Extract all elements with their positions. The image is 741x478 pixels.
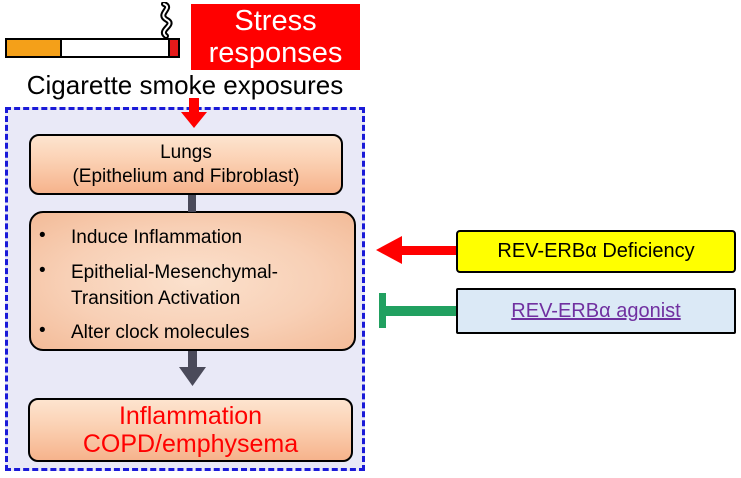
outcome-box: Inflammation COPD/emphysema <box>28 398 353 462</box>
lungs-box: Lungs (Epithelium and Fibroblast) <box>29 134 343 195</box>
rev-erb-deficiency-box: REV-ERBα Deficiency <box>456 230 736 273</box>
bullet: • <box>39 225 46 246</box>
rev-erb-deficiency-label: REV-ERBα Deficiency <box>497 240 695 262</box>
stress-responses-box: Stress responses <box>191 4 360 70</box>
cigarette-smoke-label: Cigarette smoke exposures <box>26 70 344 100</box>
rev-erb-agonist-link[interactable]: REV-ERBα agonist <box>511 299 681 322</box>
mechanism-clock: Alter clock molecules <box>71 322 250 343</box>
bullet: • <box>39 320 46 341</box>
bullet: • <box>39 260 46 281</box>
lungs-subtitle: (Epithelium and Fibroblast) <box>72 165 300 187</box>
rev-erb-agonist-box[interactable]: REV-ERBα agonist <box>456 288 736 334</box>
lungs-to-mechanisms-connector <box>188 195 196 212</box>
green-inhibition-line <box>379 293 456 328</box>
stress-responses-label: Stress responses <box>208 5 343 69</box>
grey-down-arrow <box>179 351 206 386</box>
outcome-inflammation: Inflammation <box>118 402 263 430</box>
mechanisms-box: • Induce Inflammation • Epithelial-Mesen… <box>29 211 356 351</box>
outcome-copd: COPD/emphysema <box>82 430 299 458</box>
red-activation-arrow <box>376 236 456 264</box>
cigarette-icon <box>5 2 180 58</box>
mechanism-emt-line1: Epithelial-Mesenchymal- <box>71 262 278 283</box>
mechanism-inflammation: Induce Inflammation <box>71 227 243 248</box>
lungs-title: Lungs <box>160 141 212 163</box>
mechanism-emt-line2: Transition Activation <box>71 288 241 309</box>
red-down-arrow <box>181 98 207 128</box>
